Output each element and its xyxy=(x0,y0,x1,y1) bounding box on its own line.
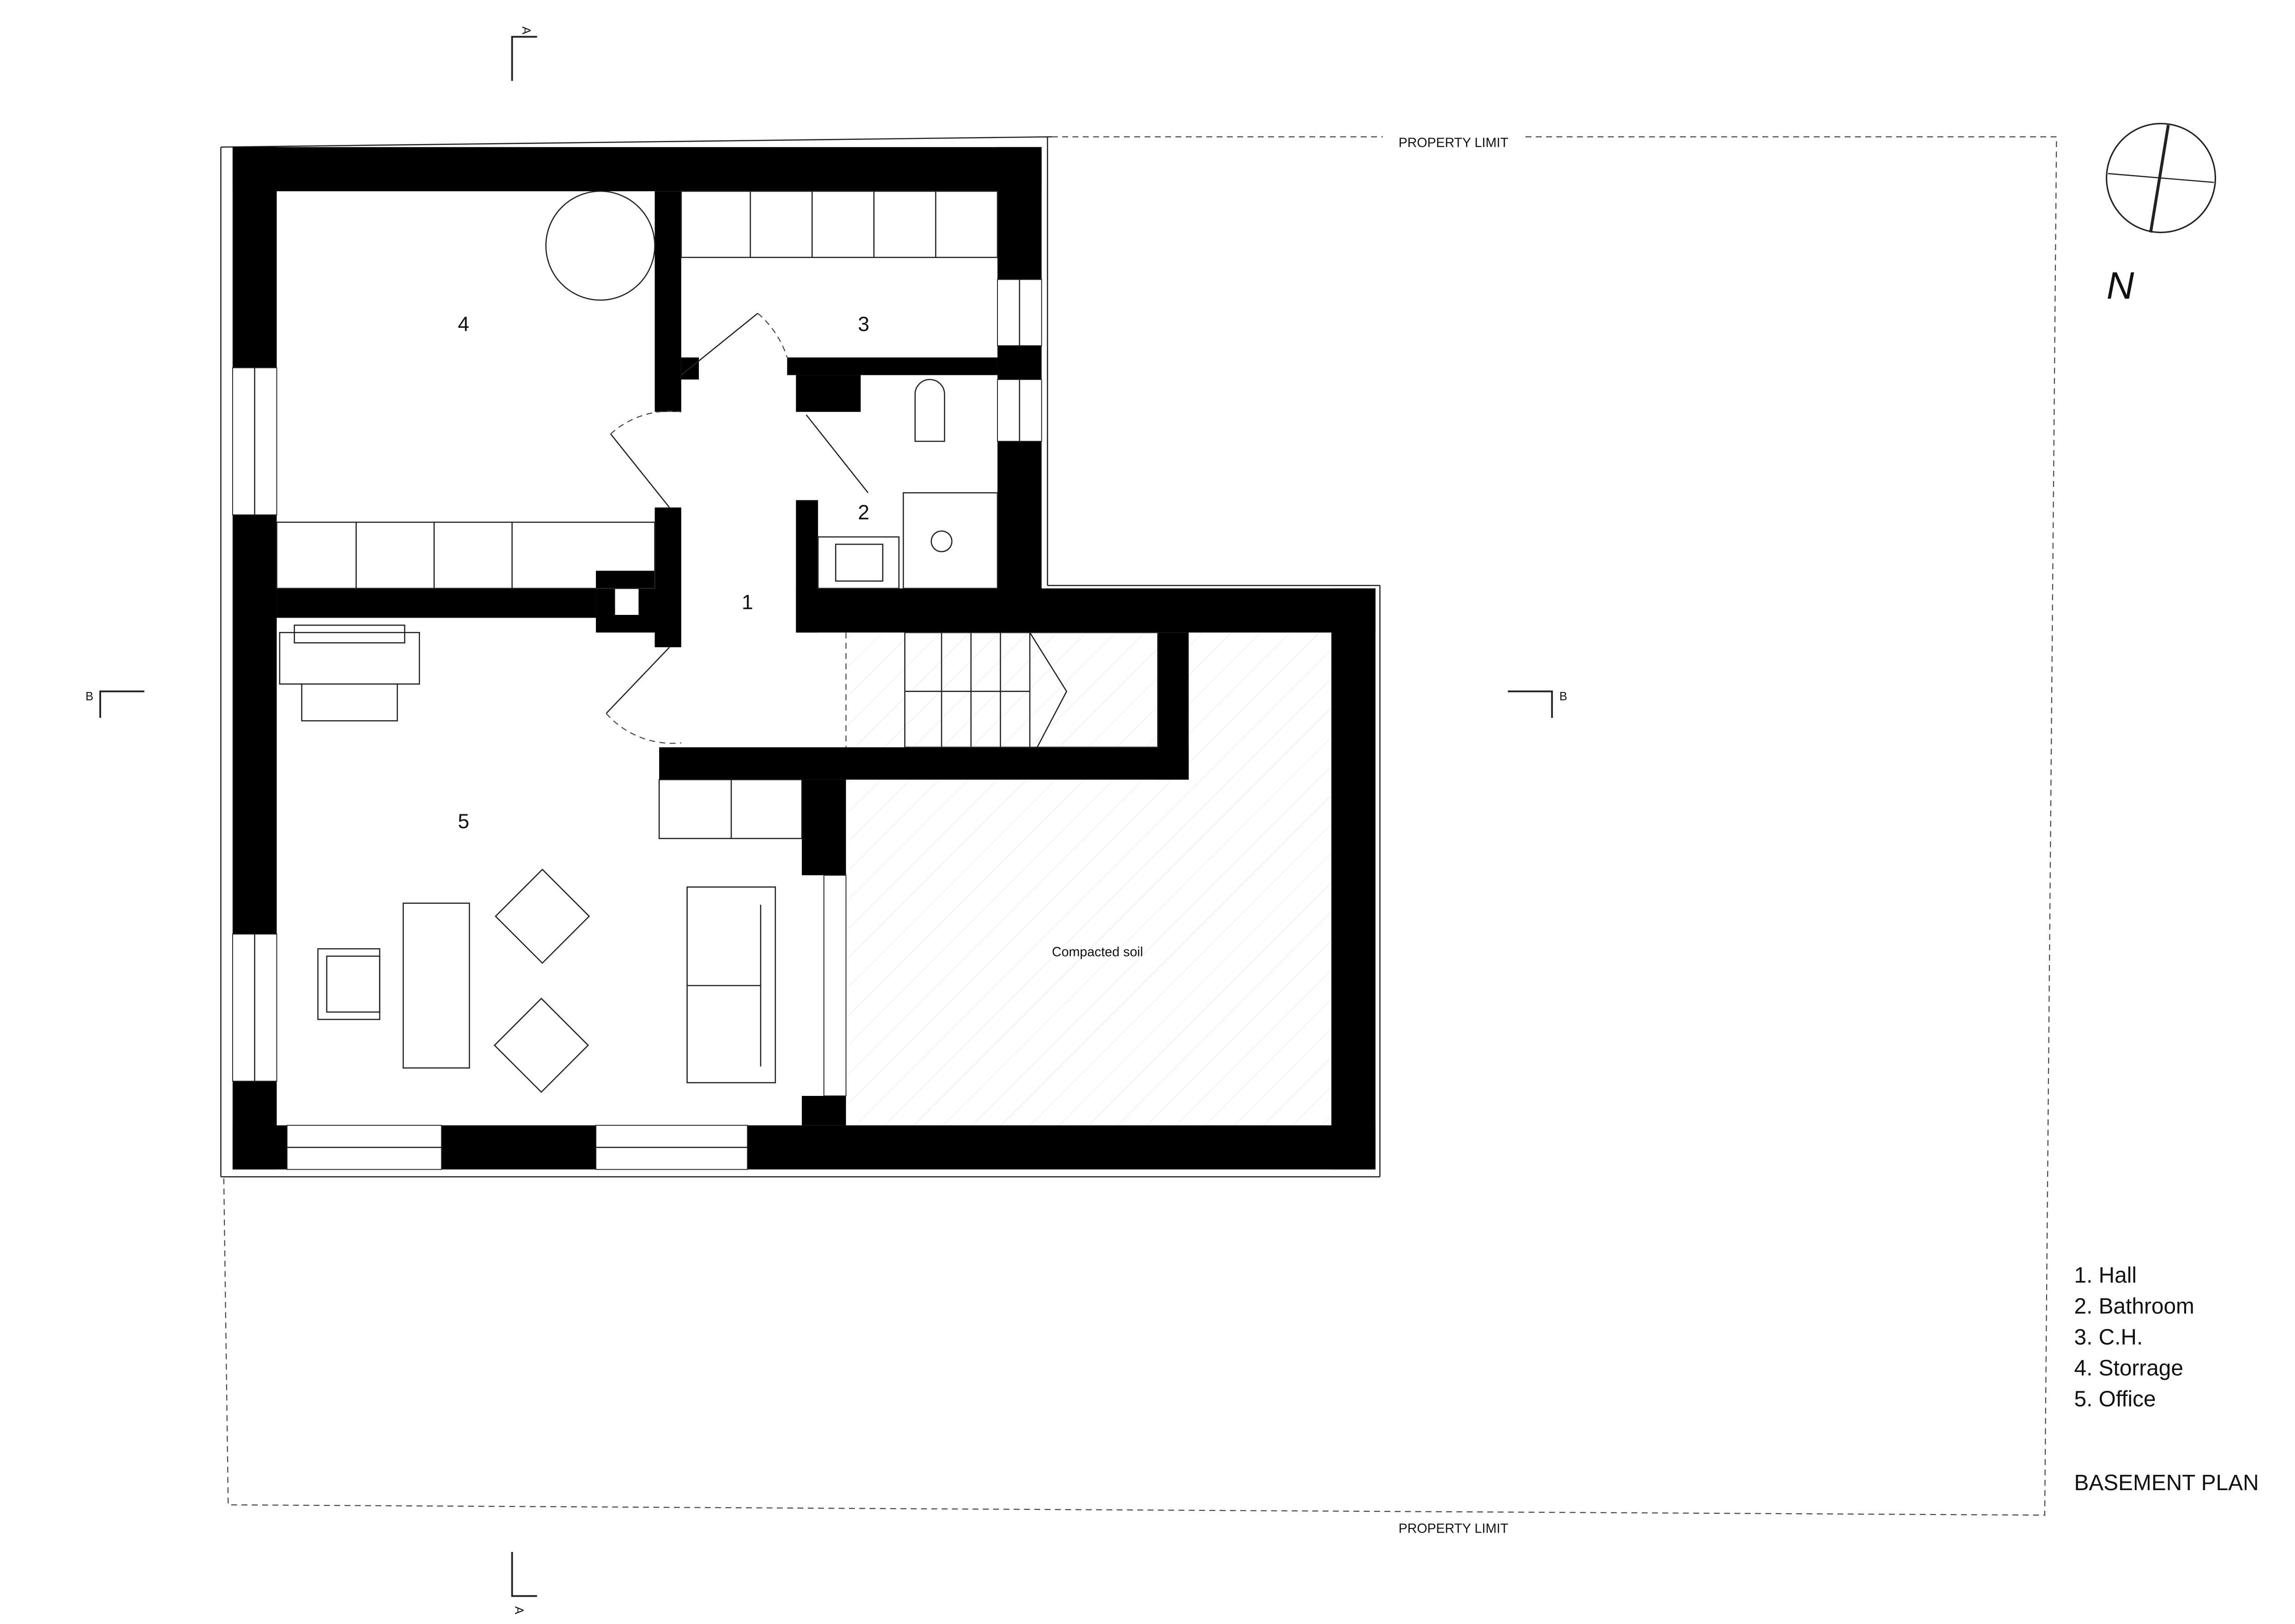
room-label-storage: 4 xyxy=(458,313,469,336)
storage-shelves xyxy=(276,190,998,839)
room-legend: 1. Hall 2. Bathroom 3. C.H. 4. Storrage … xyxy=(2074,1263,2194,1412)
windows xyxy=(232,279,1042,1170)
stairs xyxy=(845,632,1159,748)
room-label-office: 5 xyxy=(458,810,469,833)
property-limit-bottom-label: PROPERTY LIMIT xyxy=(1399,1521,1508,1536)
compacted-soil-label: Compacted soil xyxy=(1052,944,1143,959)
compacted-soil-area xyxy=(849,632,1332,1125)
legend-item: 5. Office xyxy=(2074,1387,2156,1411)
section-marker-b-right: B xyxy=(1508,690,1567,718)
north-label: N xyxy=(2107,264,2134,307)
room-label-hall: 1 xyxy=(742,591,753,614)
room-label-bathroom: 2 xyxy=(858,501,870,524)
legend-item: 2. Bathroom xyxy=(2074,1294,2194,1319)
property-limit-line xyxy=(220,136,2057,1516)
legend-item: 4. Storrage xyxy=(2074,1356,2183,1380)
section-marker-a-bottom: A xyxy=(511,1552,537,1614)
legend-item: 1. Hall xyxy=(2074,1263,2137,1288)
north-arrow-icon xyxy=(2106,123,2217,234)
doors xyxy=(606,313,869,744)
section-marker-a-top: A xyxy=(511,26,537,81)
walls xyxy=(232,147,1376,1170)
office-furniture xyxy=(279,625,776,1093)
room-label-ch: 3 xyxy=(858,313,870,336)
svg-text:A: A xyxy=(512,1606,525,1614)
bathroom-fixtures xyxy=(817,379,998,589)
svg-text:B: B xyxy=(85,690,93,703)
label-bg xyxy=(1382,1516,1524,1537)
svg-text:A: A xyxy=(520,26,533,34)
section-marker-b-left: B xyxy=(85,690,144,718)
svg-text:B: B xyxy=(1559,690,1567,703)
label-bg xyxy=(1382,129,1524,150)
property-limit-top-label: PROPERTY LIMIT xyxy=(1399,136,1508,150)
legend-item: 3. C.H. xyxy=(2074,1325,2143,1350)
plan-title: BASEMENT PLAN xyxy=(2074,1471,2259,1495)
